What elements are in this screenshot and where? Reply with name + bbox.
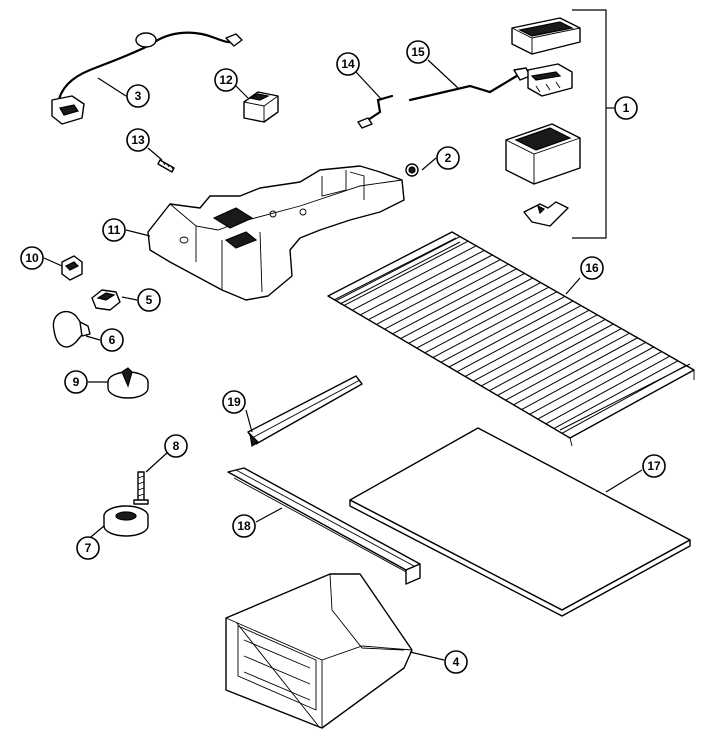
callout-14-label: 14 [341, 57, 355, 71]
shelf-wire-bar [481, 318, 606, 387]
callout-12: 12 [214, 68, 238, 92]
callout-13: 13 [126, 128, 150, 152]
callout-14: 14 [336, 52, 360, 76]
shelf-wire-bar [521, 341, 646, 411]
callout-12-label: 12 [219, 73, 233, 87]
callout-6-label: 6 [109, 333, 116, 347]
shelf-wire-bar [400, 272, 525, 340]
shelf-wire-bar [424, 286, 550, 354]
shelf-wire-bar [537, 351, 662, 420]
callout-3-label: 3 [135, 89, 142, 103]
shelf-wire-bar [545, 355, 671, 425]
shelf-wire-bar [392, 268, 517, 335]
part-11-control-housing [147, 165, 405, 301]
callout-3: 3 [126, 84, 150, 108]
part-7-cap [103, 505, 149, 537]
callout-2: 2 [436, 146, 460, 170]
callout-6: 6 [100, 328, 124, 352]
shelf-wire-bar [376, 259, 501, 325]
callout-10: 10 [20, 246, 44, 270]
callout-4-label: 4 [453, 655, 460, 669]
part-10-socket [61, 255, 83, 281]
shelf-wire-bar [368, 254, 493, 321]
callout-4: 4 [444, 650, 468, 674]
part-13-screw [157, 159, 175, 173]
callout-10-label: 10 [25, 251, 39, 265]
shelf-wire-bar [529, 346, 654, 415]
part-6-light-bulb [52, 311, 91, 348]
shelf-wire-bar [335, 236, 461, 302]
callout-18-label: 18 [237, 519, 251, 533]
shelf-wire-bar [384, 263, 509, 330]
part-15-rod [408, 67, 531, 102]
part-12-thermostat [243, 91, 279, 123]
callout-5-label: 5 [146, 293, 153, 307]
part-19-strip [247, 375, 363, 448]
shelf-wire-bar [351, 245, 477, 311]
callout-1-label: 1 [623, 101, 630, 115]
callout-17: 17 [642, 454, 666, 478]
part-16-wire-shelf [327, 231, 695, 447]
part-14-bracket [357, 94, 394, 129]
shelf-wire-bar [456, 305, 582, 373]
callout-11: 11 [102, 218, 126, 242]
callout-11-label: 11 [108, 223, 121, 237]
shelf-wire-bar [513, 337, 638, 406]
callout-7-label: 7 [85, 541, 92, 555]
callout-16-label: 16 [585, 261, 599, 275]
callout-1: 1 [614, 96, 638, 120]
callout-7: 7 [76, 536, 100, 560]
part-2-nut [405, 163, 419, 177]
callout-19: 19 [222, 390, 246, 414]
callout-15-label: 15 [411, 45, 425, 59]
part-17-glass-shelf [349, 427, 691, 617]
shelf-wire-bar [489, 323, 614, 392]
shelf-wire-bar [448, 300, 574, 368]
shelf-wire-bar [416, 282, 541, 349]
shelf-wire-bar [553, 360, 679, 429]
leader-lines [43, 59, 643, 661]
callout-9: 9 [64, 370, 88, 394]
part-9-knob [107, 367, 149, 399]
part-1-control-group [505, 9, 607, 239]
shelf-wire-bar [408, 277, 533, 344]
callout-5: 5 [137, 288, 161, 312]
callout-16: 16 [580, 256, 604, 280]
callout-8: 8 [164, 434, 188, 458]
shelf-wire-bar [343, 240, 469, 306]
callout-15: 15 [406, 40, 430, 64]
shelf-wire-bar [432, 291, 558, 358]
part-3-wire-harness [51, 31, 243, 125]
shelf-wire-bar [440, 295, 566, 363]
callout-13-label: 13 [131, 133, 145, 147]
shelf-wire-bar [464, 309, 590, 377]
callout-18: 18 [232, 514, 256, 538]
shelf-wire-bar [561, 364, 687, 434]
part-5-lamp-socket [91, 289, 121, 311]
shelf-wire-bar [497, 328, 622, 396]
shelf-wire-bar [472, 314, 598, 382]
callout-17-label: 17 [647, 459, 661, 473]
callout-19-label: 19 [227, 395, 241, 409]
callout-2-label: 2 [445, 151, 452, 165]
callout-8-label: 8 [173, 439, 180, 453]
part-18-trim-strip [227, 467, 421, 585]
shelf-wire-bar [360, 249, 485, 316]
callout-9-label: 9 [73, 375, 80, 389]
part-4-crisper-drawer [225, 573, 413, 729]
part-8-screw [133, 471, 149, 505]
shelf-wire-bar [505, 332, 630, 401]
